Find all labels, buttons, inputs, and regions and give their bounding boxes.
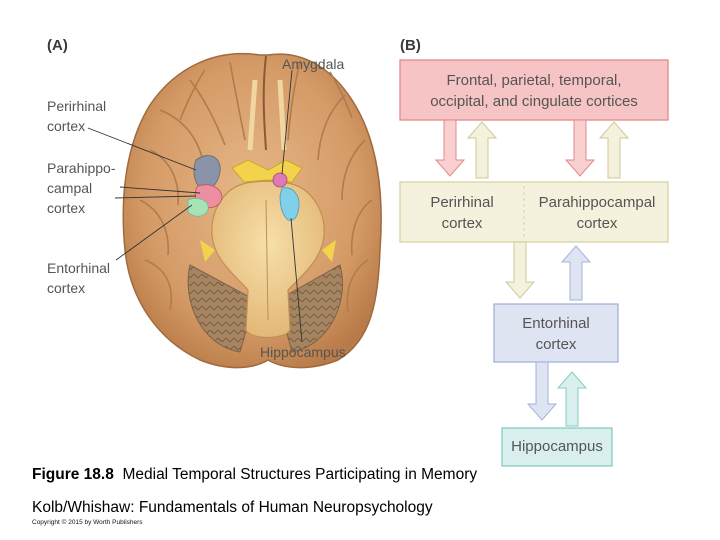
leader-lines [87,69,303,343]
panel-a-label: (A) [47,37,68,54]
longitudinal-fissure [262,55,267,151]
entorhinal-cortex-label: Entorhinal cortex [47,260,111,296]
brain-illustration [87,52,382,369]
figure-title: Medial Temporal Structures Participating… [122,466,478,483]
figure-caption: Figure 18.8 Medial Temporal Structures P… [32,466,477,484]
amygdala-region [272,172,288,188]
arrow-up-entorhinal-to-middle [560,245,592,301]
arrow-down-middle-to-entorhinal [504,241,536,299]
hippocampus-region [279,187,300,221]
flow-diagram [399,59,669,467]
arrow-down-cortex-to-perirhinal [434,119,466,177]
cortices-box-text: Frontal, parietal, temporal, occipital, … [430,72,638,110]
cerebellum [187,264,256,353]
amygdala-label: Amygdala [282,56,345,72]
brainstem [211,180,325,339]
perirhinal-box-text: Perirhinal cortex [430,194,494,232]
entorhinal-region [187,198,209,217]
arrow-up-hippocampus-to-entorhinal [556,371,588,427]
figure-source: Kolb/Whishaw: Fundamentals of Human Neur… [32,499,433,516]
arrow-up-perirhinal-to-cortex [466,121,498,179]
cortices-box [399,59,669,121]
figure-number: Figure 18.8 [32,466,114,483]
hippocampus-box [501,427,613,467]
arrow-up-parahippocampal-to-cortex [598,121,630,179]
hippocampus-label: Hippocampus [260,344,346,360]
entorhinal-box [493,303,619,363]
copyright-notice: Copyright © 2015 by Worth Publishers [32,519,143,526]
arrow-down-entorhinal-to-hippocampus [526,361,558,421]
parahippocampal-box-text: Parahippocampal cortex [538,194,656,232]
middle-box [399,181,669,243]
arrow-down-cortex-to-parahippocampal [564,119,596,177]
perirhinal-cortex-label: Perirhinal cortex [47,98,107,134]
panel-b-label: (B) [400,37,421,54]
entorhinal-box-text: Entorhinal cortex [522,315,590,353]
parahippocampal-cortex-label: Parahippo- campal cortex [47,160,116,216]
hippocampus-box-text: Hippocampus [511,438,603,455]
